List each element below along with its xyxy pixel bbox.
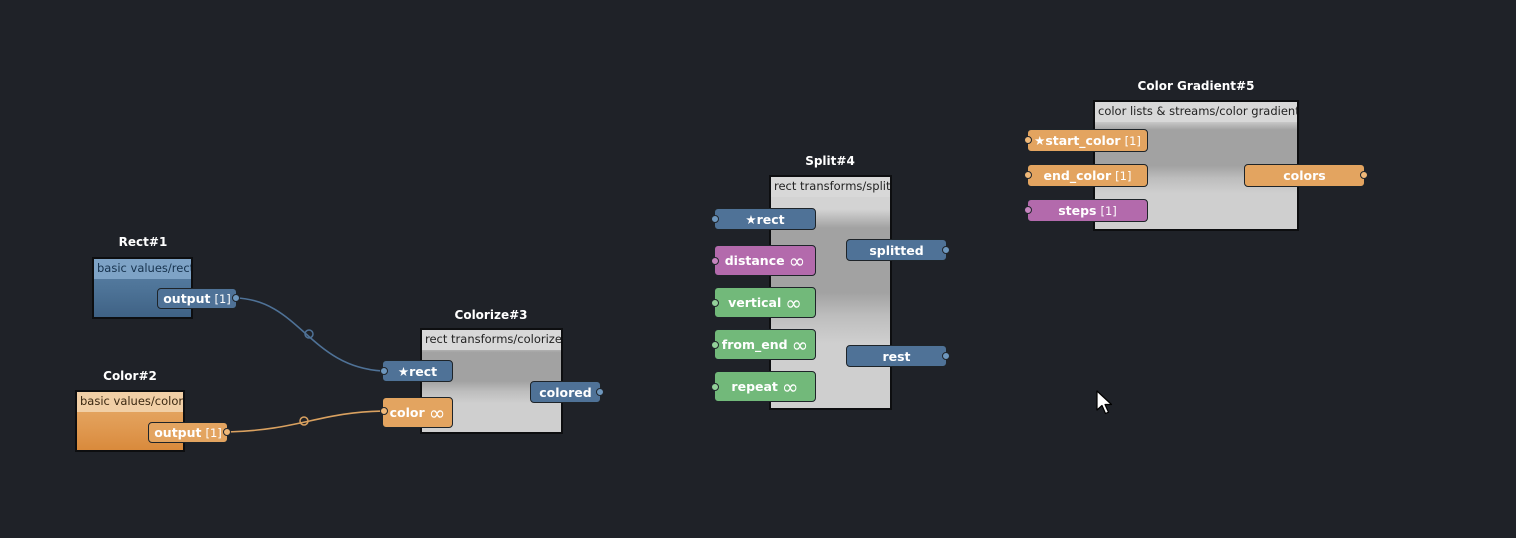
pin-multiplicity: [1] bbox=[214, 291, 231, 306]
input-pin-from-end[interactable]: from_end ∞ bbox=[714, 329, 816, 360]
input-pin-end-color[interactable]: end_color [1] bbox=[1027, 164, 1148, 187]
input-socket-repeat[interactable] bbox=[711, 383, 719, 391]
wire-midpoint-handle[interactable] bbox=[304, 329, 314, 339]
input-pin-repeat[interactable]: repeat ∞ bbox=[714, 371, 816, 402]
pin-multiplicity: ∞ bbox=[788, 248, 806, 273]
node-title-split4: Split#4 bbox=[805, 154, 855, 168]
output-socket-rest[interactable] bbox=[942, 352, 950, 360]
input-socket-steps[interactable] bbox=[1024, 206, 1032, 214]
pin-multiplicity: ∞ bbox=[791, 332, 809, 357]
node-path-rect1: basic values/rect bbox=[94, 259, 191, 279]
output-pin-splitted[interactable]: splitted bbox=[846, 239, 947, 261]
output-pin-color2[interactable]: output [1] bbox=[148, 422, 228, 443]
output-socket-color2[interactable] bbox=[223, 428, 231, 436]
node-path-gradient5: color lists & streams/color gradient bbox=[1095, 102, 1297, 122]
input-socket-from-end[interactable] bbox=[711, 341, 719, 349]
pin-label: ★rect bbox=[397, 363, 438, 379]
pin-multiplicity: ∞ bbox=[781, 374, 799, 399]
pin-label: ★rect bbox=[745, 211, 785, 227]
output-socket-rect1[interactable] bbox=[232, 294, 240, 302]
pin-label: rest bbox=[882, 348, 911, 364]
node-title-colorize3: Colorize#3 bbox=[454, 308, 528, 322]
input-pin-rect[interactable]: ★rect bbox=[714, 208, 816, 230]
input-socket-distance[interactable] bbox=[711, 257, 719, 265]
node-path-split4: rect transforms/split bbox=[771, 177, 890, 197]
input-pin-vertical[interactable]: vertical ∞ bbox=[714, 287, 816, 318]
node-path-colorize3: rect transforms/colorize bbox=[422, 330, 561, 350]
output-socket-colored[interactable] bbox=[596, 388, 604, 396]
pin-label: output bbox=[154, 425, 202, 440]
input-pin-steps[interactable]: steps [1] bbox=[1027, 199, 1148, 222]
wire-midpoint-handle[interactable] bbox=[299, 416, 309, 426]
input-socket-start-color[interactable] bbox=[1024, 136, 1032, 144]
pin-label: steps bbox=[1058, 203, 1097, 218]
pin-label: colors bbox=[1283, 168, 1326, 183]
node-title-rect1: Rect#1 bbox=[118, 235, 168, 249]
input-socket-rect[interactable] bbox=[711, 215, 719, 223]
wire-color-to-colorize[interactable] bbox=[226, 410, 385, 433]
pin-multiplicity: ∞ bbox=[428, 400, 446, 425]
output-socket-colors[interactable] bbox=[1360, 171, 1368, 179]
output-socket-splitted[interactable] bbox=[942, 246, 950, 254]
pin-label: vertical bbox=[728, 295, 782, 310]
pin-multiplicity: ∞ bbox=[785, 290, 802, 315]
pin-label: end_color bbox=[1043, 168, 1112, 183]
node-title-color2: Color#2 bbox=[103, 369, 157, 383]
node-color2[interactable]: basic values/color bbox=[75, 390, 185, 452]
pin-label: from_end bbox=[721, 337, 788, 352]
input-socket-color[interactable] bbox=[380, 407, 388, 415]
pin-label: output bbox=[163, 291, 211, 306]
output-pin-rect1[interactable]: output [1] bbox=[157, 288, 237, 309]
pin-multiplicity: [1] bbox=[1100, 203, 1117, 218]
pin-label: repeat bbox=[731, 379, 778, 394]
pin-label: color bbox=[389, 405, 425, 420]
pin-label: colored bbox=[539, 384, 592, 400]
node-title-gradient5: Color Gradient#5 bbox=[1137, 79, 1255, 93]
input-socket-rect[interactable] bbox=[380, 367, 388, 375]
output-pin-colored[interactable]: colored bbox=[530, 381, 601, 403]
pin-label: splitted bbox=[869, 242, 924, 258]
input-pin-color[interactable]: color ∞ bbox=[382, 397, 453, 428]
pin-multiplicity: [1] bbox=[205, 425, 222, 440]
node-rect1[interactable]: basic values/rect bbox=[92, 257, 193, 319]
input-pin-start-color[interactable]: ★start_color [1] bbox=[1027, 129, 1148, 152]
input-socket-vertical[interactable] bbox=[711, 299, 719, 307]
mouse-cursor-icon bbox=[1096, 390, 1113, 415]
output-pin-rest[interactable]: rest bbox=[846, 345, 947, 367]
input-pin-distance[interactable]: distance ∞ bbox=[714, 245, 816, 276]
input-pin-rect[interactable]: ★rect bbox=[382, 360, 453, 382]
node-path-color2: basic values/color bbox=[77, 392, 183, 412]
output-pin-colors[interactable]: colors bbox=[1244, 164, 1365, 187]
pin-label: distance bbox=[724, 253, 785, 268]
input-socket-end-color[interactable] bbox=[1024, 171, 1032, 179]
wire-rect-to-colorize[interactable] bbox=[235, 297, 385, 372]
pin-multiplicity: [1] bbox=[1124, 133, 1141, 148]
pin-label: ★start_color bbox=[1034, 133, 1121, 148]
pin-multiplicity: [1] bbox=[1115, 168, 1132, 183]
